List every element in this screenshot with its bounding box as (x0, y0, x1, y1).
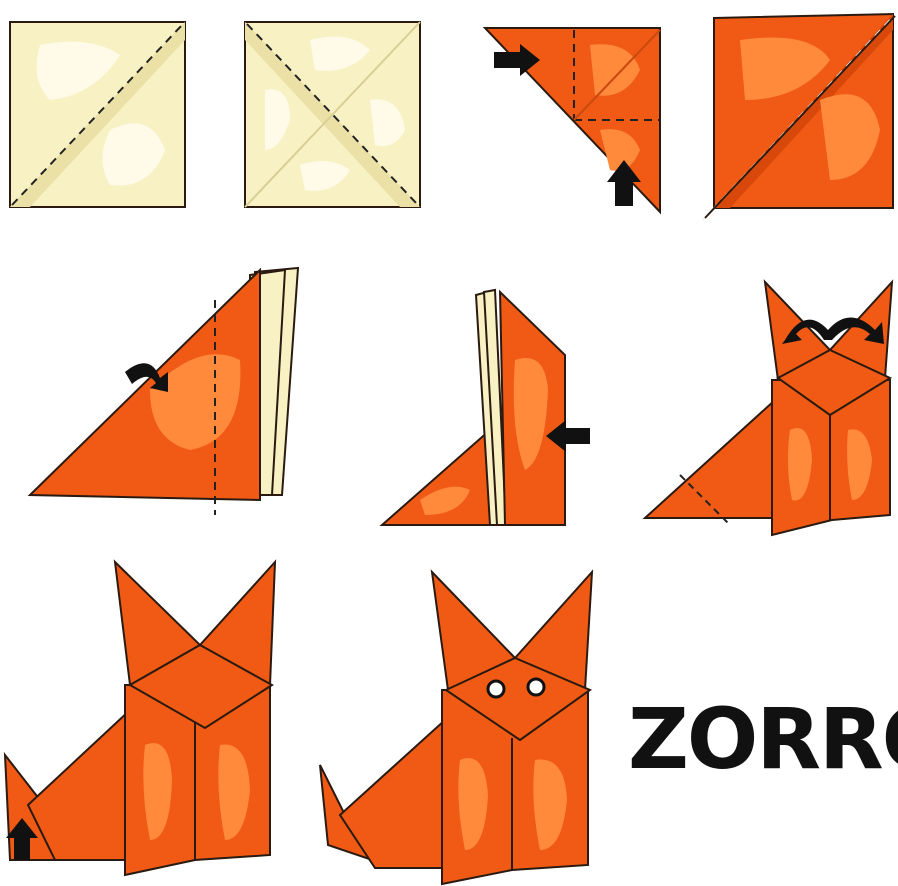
diagram-title: ZORRO (628, 690, 898, 788)
